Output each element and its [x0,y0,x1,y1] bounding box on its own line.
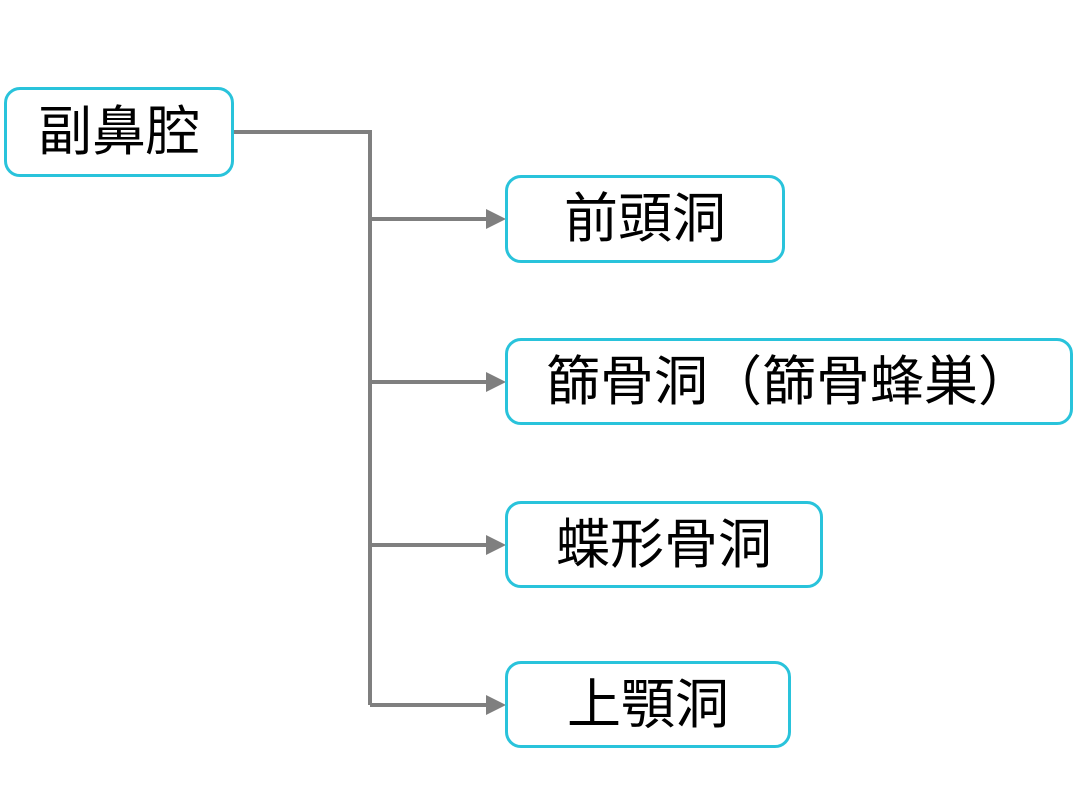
node-child-ethmoid-sinus: 篩骨洞（篩骨蜂巣） [505,338,1073,425]
arrowhead-icon [486,695,506,715]
arrowhead-icon [486,209,506,229]
node-root-label: 副鼻腔 [38,102,200,162]
node-root: 副鼻腔 [4,87,234,177]
node-label: 蝶形骨洞 [556,514,772,575]
arrowhead-icon [486,372,506,392]
node-label: 篩骨洞（篩骨蜂巣） [546,351,1032,412]
node-label: 前頭洞 [564,189,726,249]
node-child-frontal-sinus: 前頭洞 [505,175,785,263]
connector-trunk [234,130,372,705]
node-child-maxillary-sinus: 上顎洞 [505,661,791,748]
arrowhead-icon [486,535,506,555]
node-label: 上顎洞 [567,674,729,735]
node-child-sphenoid-sinus: 蝶形骨洞 [505,501,823,588]
